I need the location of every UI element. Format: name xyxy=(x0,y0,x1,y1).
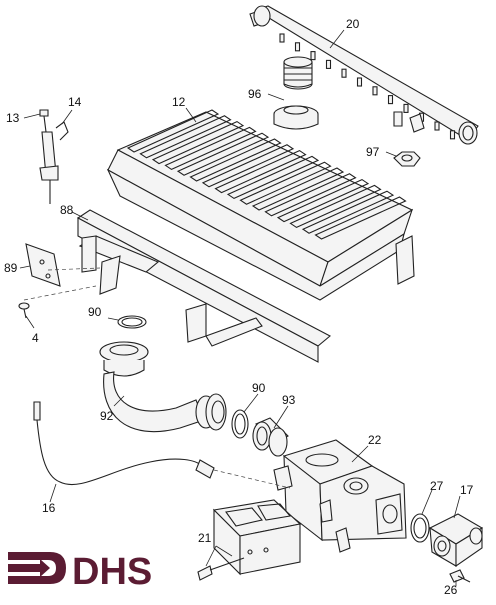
gas-valve xyxy=(273,439,407,553)
part-label-90-upper: 90 xyxy=(88,305,102,319)
part-label-88: 88 xyxy=(60,203,74,217)
part-label-97: 97 xyxy=(366,145,380,159)
valve-connector-box xyxy=(197,499,302,581)
part-label-13: 13 xyxy=(6,111,20,125)
part-label-17: 17 xyxy=(460,483,474,497)
ignition-electrode xyxy=(39,109,69,204)
ignition-lead xyxy=(33,401,215,486)
part-number-labels: 20 96 12 13 14 97 88 89 4 90 92 90 93 22… xyxy=(4,17,474,597)
part-label-27: 27 xyxy=(430,479,444,493)
pipe-union xyxy=(252,417,289,457)
dhs-logo: DHS xyxy=(8,551,152,593)
electrode-bracket xyxy=(18,243,61,319)
part-label-93: 93 xyxy=(282,393,296,407)
leader-lines xyxy=(19,29,461,586)
manifold-connector xyxy=(273,56,319,130)
part-label-26: 26 xyxy=(444,583,458,597)
gas-pipe xyxy=(99,341,227,433)
part-label-90-lower: 90 xyxy=(252,381,266,395)
sealing-ring-upper xyxy=(117,315,147,329)
part-label-92: 92 xyxy=(100,409,114,423)
gas-manifold xyxy=(249,5,479,145)
part-label-89: 89 xyxy=(4,261,18,275)
part-label-20: 20 xyxy=(346,17,360,31)
part-label-16: 16 xyxy=(42,501,56,515)
part-label-12: 12 xyxy=(172,95,186,109)
part-label-96: 96 xyxy=(248,87,262,101)
inlet-screw xyxy=(449,569,471,583)
logo-arrow-mark xyxy=(8,552,66,584)
part-label-14: 14 xyxy=(68,95,82,109)
burner-frame xyxy=(76,209,415,363)
logo-text: DHS xyxy=(72,551,152,593)
part-label-22: 22 xyxy=(368,433,382,447)
burner-assembly xyxy=(106,109,414,301)
injector-nut xyxy=(393,151,421,167)
sealing-ring-lower xyxy=(231,409,249,439)
gas-inlet-fitting xyxy=(428,513,484,568)
part-label-4: 4 xyxy=(32,331,39,345)
inlet-ring xyxy=(410,513,430,543)
part-label-21: 21 xyxy=(198,531,212,545)
